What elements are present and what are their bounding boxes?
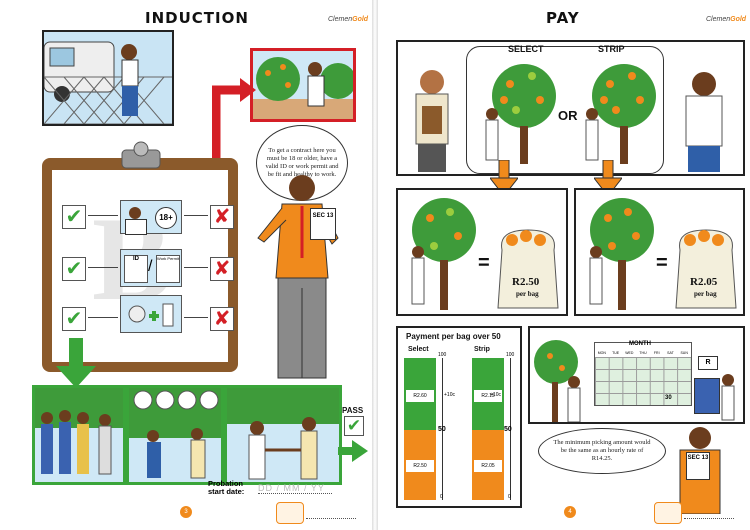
select-high-value: R2.60 [406,390,434,402]
strip-equals: = [656,252,668,274]
worker-figure [685,72,723,172]
pass-down-arrow [56,338,96,388]
check-icon: ✔ [62,307,86,331]
page-number-left: 3 [180,506,192,518]
page-title-induction: INDUCTION [145,9,249,27]
sec13-badge-small: SEC 13 [686,452,710,480]
select-tree-illustration [485,64,556,164]
strip-tree-illustration [585,64,656,164]
id-requirement-card: ID / Work Permit [120,249,182,287]
or-label: OR [558,108,578,123]
strip-price: R2.05 [690,276,718,288]
scale-top-right: 100 [506,352,515,358]
select-label: SELECT [508,44,544,54]
scale-top-left: 100 [438,352,447,358]
probation-date-field[interactable]: DD / MM / YY [258,483,332,494]
id-label: ID [124,255,148,283]
cross-icon: ✘ [210,257,234,281]
increment-left: +10c [444,392,455,398]
strip-down-arrow [594,160,622,196]
left-page: INDUCTION ClemenGold [0,0,372,530]
day-30: 30 [665,395,672,401]
brand-logo: ClemenGold [706,16,747,23]
age-requirement-card: 18+ [120,200,182,235]
payment-title: Payment per bag over 50 [406,332,501,341]
scale-bottom-right: 0 [508,494,511,500]
tools-training-panel [126,385,224,485]
col-select-label: Select [408,346,429,353]
weekday-row: MON TUE WED THU FRI SAT SUN [597,351,688,355]
orchard-illustration [253,57,353,119]
select-down-arrow [490,160,518,196]
page-gutter [372,0,378,530]
right-page: PAY ClemenGold SELECT STRIP OR [378,0,750,530]
payment-scale-panel: Payment per bag over 50 Select Strip R2.… [396,326,522,508]
scale-bottom-left: 0 [440,494,443,500]
page-title-pay: PAY [546,9,580,27]
strip-low-value: R2.05 [474,460,502,472]
brand-logo: ClemenGold [328,16,369,23]
age-badge: 18+ [155,207,177,229]
select-low-value: R2.50 [406,460,434,472]
pass-check-icon: ✔ [344,416,364,436]
pass-label: PASS [342,406,364,415]
month-label: MONTH [629,341,651,347]
select-equals: = [478,252,490,274]
footer-line [306,518,356,519]
footer-line [684,518,734,519]
minimum-rate-speech: The minimum picking amount would be the … [538,428,666,474]
scale-mid-left: 50 [438,426,446,433]
sec13-badge: SEC 13 [310,208,336,240]
orchard-panel [250,48,356,122]
farmer-clipboard-figure [415,70,449,172]
handshake-panel [224,385,342,485]
strip-per-bag: per bag [694,290,717,298]
strip-label: STRIP [598,44,625,54]
check-icon: ✔ [62,205,86,229]
atm-icon [694,378,720,414]
check-icon: ✔ [62,257,86,281]
col-strip-label: Strip [474,346,490,353]
arrival-panel [42,30,174,126]
supervisor-figure [257,175,339,379]
arrival-illustration [44,41,172,124]
rand-symbol: R [698,356,718,370]
cross-icon: ✘ [210,205,234,229]
cross-icon: ✘ [210,307,234,331]
footer-tag-icon [654,502,682,524]
scale-mid-right: 50 [504,426,512,433]
strip-price-panel: = R2.05 per bag [574,188,745,316]
select-price: R2.50 [512,276,540,288]
calendar: MONTH MON TUE WED THU FRI SAT SUN 30 [594,341,692,406]
monthly-payment-panel: MONTH MON TUE WED THU FRI SAT SUN 30 R [528,326,745,424]
select-price-panel: = R2.50 per bag [396,188,568,316]
footer-tag-icon [276,502,304,524]
increment-right: +10c [490,392,501,398]
clipboard-clip-icon [121,141,161,169]
page-number-right: 4 [564,506,576,518]
pass-right-arrow [338,440,368,462]
workers-group-panel [32,385,126,485]
probation-label: Probation start date: [208,479,245,496]
strip-high-value: R2.15 [474,390,502,402]
health-requirement-card [120,295,182,333]
select-per-bag: per bag [516,290,539,298]
permit-label: Work Permit [156,255,180,283]
select-or-strip-panel: SELECT STRIP OR [396,40,745,176]
